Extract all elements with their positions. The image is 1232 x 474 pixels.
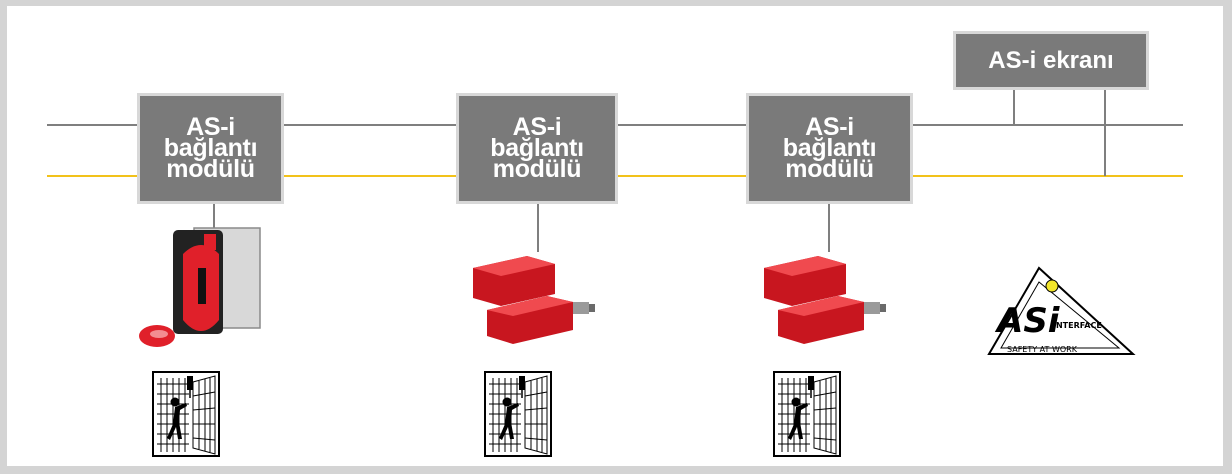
asi-connection-module-1: AS-i bağlantı modülü: [137, 93, 284, 204]
magnetic-sensor-device-image-1: [473, 256, 595, 344]
door-interlock-icon: [152, 371, 220, 457]
module-label-line3: modülü: [166, 155, 255, 183]
module-label-line3: modülü: [785, 155, 874, 183]
module-label-line1: AS-i: [805, 113, 854, 141]
diagram-panel: ASi INTERFACE SAFETY AT WORK AS-i bağlan…: [7, 6, 1223, 466]
asi-connection-module-3: AS-i bağlantı modülü: [746, 93, 913, 204]
door-interlock-icon: [484, 371, 552, 457]
asi-safety-logo: ASi INTERFACE SAFETY AT WORK: [987, 266, 1136, 355]
display-label: AS-i ekranı: [988, 46, 1114, 74]
module-label-line2: bağlantı: [782, 134, 877, 162]
asi-display-box: AS-i ekranı: [953, 31, 1149, 90]
svg-text:SAFETY AT WORK: SAFETY AT WORK: [1007, 345, 1078, 354]
asi-connection-module-2: AS-i bağlantı modülü: [456, 93, 618, 204]
module-label-line3: modülü: [492, 155, 582, 183]
locking-switch-device-image: [139, 227, 261, 347]
svg-text:ASi: ASi: [994, 301, 1061, 341]
door-interlock-icon: [773, 371, 841, 457]
module-label-line1: AS-i: [512, 113, 562, 141]
svg-text:INTERFACE: INTERFACE: [1053, 321, 1102, 330]
module-label-line1: AS-i: [186, 113, 235, 141]
magnetic-sensor-device-image-2: [764, 256, 886, 344]
module-label-line2: bağlantı: [163, 134, 258, 162]
module-label-line2: bağlantı: [490, 134, 584, 162]
bus-wiring: ASi INTERFACE SAFETY AT WORK: [47, 90, 1183, 457]
